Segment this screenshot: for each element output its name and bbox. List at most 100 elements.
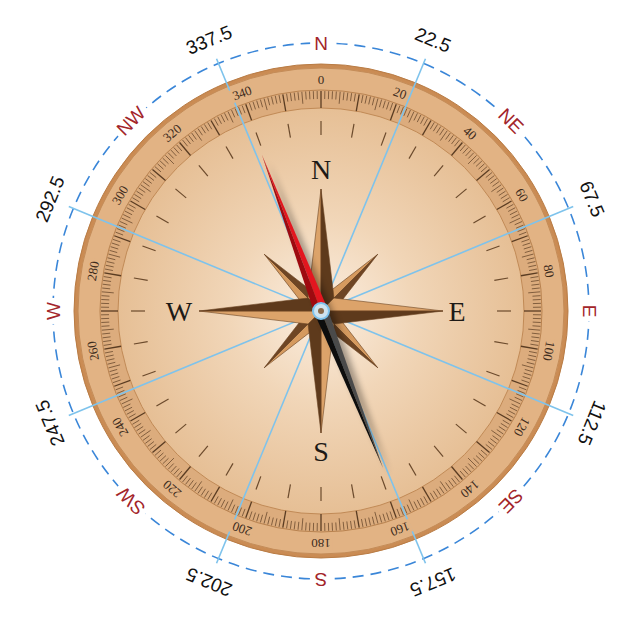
tick-mark bbox=[421, 117, 425, 124]
tick-mark bbox=[102, 329, 114, 330]
tick-mark bbox=[253, 102, 255, 110]
tick-mark bbox=[523, 243, 531, 245]
tick-mark bbox=[163, 458, 169, 464]
tick-mark bbox=[390, 511, 393, 519]
tick-mark bbox=[346, 93, 348, 101]
tick-mark bbox=[449, 480, 454, 486]
tick-mark bbox=[275, 96, 277, 104]
tick-mark bbox=[446, 483, 451, 489]
tick-mark bbox=[129, 414, 136, 418]
tick-mark bbox=[479, 164, 485, 169]
tick-mark bbox=[452, 138, 457, 144]
tick-mark bbox=[486, 444, 492, 449]
compass-point-label: S bbox=[311, 569, 332, 590]
tick-mark bbox=[287, 520, 288, 528]
tick-mark bbox=[481, 450, 487, 455]
degree-ticks bbox=[101, 91, 541, 531]
tick-mark bbox=[104, 273, 121, 276]
tick-mark bbox=[532, 333, 540, 335]
tick-mark bbox=[152, 441, 165, 452]
tick-mark bbox=[122, 399, 133, 404]
tick-mark bbox=[305, 92, 307, 100]
tick-mark bbox=[171, 150, 176, 156]
degree-number: 280 bbox=[84, 258, 101, 283]
tick-mark bbox=[160, 456, 166, 461]
tick-mark bbox=[302, 518, 303, 530]
tick-mark bbox=[508, 208, 515, 212]
tick-mark bbox=[272, 518, 274, 526]
tick-mark bbox=[134, 423, 141, 427]
tick-mark bbox=[160, 161, 166, 166]
tick-mark bbox=[421, 498, 425, 505]
face-tick bbox=[320, 487, 321, 501]
tick-mark bbox=[506, 414, 513, 418]
tick-mark bbox=[155, 450, 161, 455]
tick-mark bbox=[158, 453, 164, 458]
sector-angle: 247.5 bbox=[32, 398, 68, 449]
tick-mark bbox=[375, 98, 378, 110]
tick-mark bbox=[120, 222, 127, 225]
tick-mark bbox=[298, 92, 300, 100]
tick-mark bbox=[452, 478, 457, 484]
tick-mark bbox=[218, 498, 222, 505]
tick-mark bbox=[522, 365, 534, 368]
tick-mark bbox=[490, 439, 496, 444]
tick-mark bbox=[106, 265, 114, 267]
tick-mark bbox=[433, 124, 437, 131]
tick-mark bbox=[309, 91, 310, 99]
face-tick bbox=[199, 165, 208, 176]
tick-mark bbox=[125, 211, 132, 215]
tick-mark bbox=[112, 377, 120, 379]
tick-mark bbox=[211, 487, 220, 502]
tick-mark bbox=[372, 517, 374, 525]
tick-mark bbox=[221, 115, 225, 122]
face-tick bbox=[175, 424, 186, 433]
tick-mark bbox=[204, 124, 208, 131]
tick-mark bbox=[528, 262, 536, 264]
tick-mark bbox=[351, 521, 352, 529]
tick-mark bbox=[529, 269, 537, 271]
tick-mark bbox=[249, 511, 252, 519]
tick-mark bbox=[108, 254, 120, 257]
tick-mark bbox=[433, 491, 437, 498]
sector-line bbox=[321, 207, 573, 311]
tick-mark bbox=[324, 523, 325, 531]
tick-mark bbox=[268, 517, 270, 525]
tick-mark bbox=[174, 148, 179, 154]
tick-mark bbox=[521, 273, 538, 276]
tick-mark bbox=[521, 346, 538, 349]
tick-mark bbox=[127, 411, 134, 415]
tick-mark bbox=[490, 179, 496, 184]
cardinal-letter: E bbox=[448, 298, 465, 326]
tick-mark bbox=[499, 426, 506, 430]
tick-mark bbox=[488, 442, 494, 447]
sector-angle: 67.5 bbox=[576, 178, 608, 219]
tick-mark bbox=[530, 277, 538, 278]
tick-mark bbox=[228, 112, 233, 123]
tick-mark bbox=[104, 346, 121, 349]
tick-mark bbox=[257, 101, 259, 109]
tick-mark bbox=[356, 94, 359, 111]
tick-mark bbox=[521, 239, 529, 242]
tick-mark bbox=[290, 521, 291, 529]
tick-mark bbox=[186, 138, 191, 144]
tick-mark bbox=[257, 514, 259, 522]
face-tick bbox=[288, 484, 290, 498]
tick-mark bbox=[527, 362, 535, 364]
tick-mark bbox=[287, 94, 288, 102]
tick-mark bbox=[501, 194, 508, 198]
tick-mark bbox=[332, 91, 333, 99]
face-tick bbox=[473, 399, 485, 406]
face-tick bbox=[494, 278, 508, 280]
tick-mark bbox=[390, 104, 396, 120]
tick-mark bbox=[335, 92, 337, 100]
tick-mark bbox=[264, 98, 267, 110]
tick-mark bbox=[477, 170, 490, 181]
tick-mark bbox=[143, 182, 149, 187]
compass-point-label: SE bbox=[491, 481, 529, 519]
tick-mark bbox=[198, 487, 202, 494]
tick-mark bbox=[123, 404, 130, 408]
tick-mark bbox=[533, 303, 541, 304]
tick-mark bbox=[528, 292, 540, 293]
face-tick bbox=[409, 463, 416, 475]
